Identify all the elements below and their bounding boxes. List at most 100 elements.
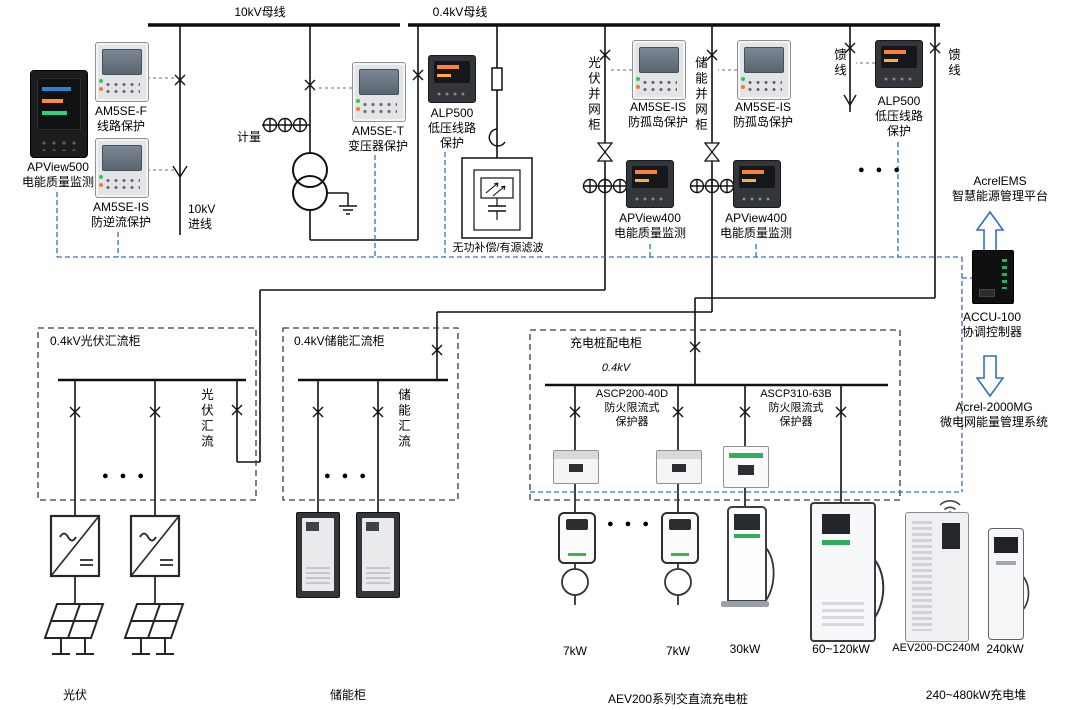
- apf-label: 无功补偿/有源滤波: [442, 242, 554, 256]
- am5se-is-pv-label: AM5SE-IS 防孤岛保护: [623, 100, 693, 130]
- device-screen: [738, 465, 754, 475]
- charger-240kw-label: 240kW: [983, 642, 1027, 657]
- charger-stripe: [822, 540, 850, 545]
- feeder-right-label: 馈线: [946, 48, 960, 79]
- device-model: APView400: [725, 211, 787, 225]
- charger-60-120kw-label: 60~120kW: [804, 642, 878, 657]
- caption-text: 240~480kW充电堆: [925, 688, 1027, 702]
- voltage: 0.4kV: [601, 362, 631, 374]
- metering-label: 计量: [232, 130, 266, 145]
- pv-caption: 光伏: [52, 688, 98, 703]
- comm-lines: [56, 142, 972, 493]
- charging-stack-cabinet: [905, 512, 969, 642]
- device-desc: 线路保护: [96, 119, 145, 133]
- relay-led: [356, 107, 360, 111]
- device-desc: 保护器: [779, 415, 813, 428]
- charging-voltage-label: 0.4kV: [594, 362, 638, 376]
- charger-led: [568, 553, 586, 556]
- incoming-line-label: 10kV 进线: [188, 202, 228, 232]
- relay-led: [99, 79, 103, 83]
- power-rating: 30kW: [729, 642, 761, 656]
- charger-led: [671, 553, 689, 556]
- device-desc: 低压线路: [874, 109, 923, 123]
- relay-led: [741, 85, 745, 89]
- device-desc: 防孤岛保护: [627, 115, 688, 129]
- cabinet-front: [302, 518, 334, 591]
- charger-base: [721, 601, 769, 607]
- device-model: AEV200-DC240M: [892, 642, 980, 654]
- bus-label: 0.4kV母线: [432, 5, 488, 19]
- device-desc: 防逆流保护: [90, 215, 151, 229]
- device-model: AM5SE-T: [351, 124, 404, 138]
- meter-display: [739, 166, 775, 188]
- relay-keypad: [746, 79, 782, 94]
- charger-screen: [994, 537, 1018, 553]
- cabinet-front: [362, 518, 394, 591]
- device-desc: 电能质量监测: [613, 226, 686, 240]
- charger-vent: [822, 602, 864, 628]
- stack-model-label: AEV200-DC240M: [890, 642, 982, 656]
- charging-terminal-240kw: [988, 528, 1024, 640]
- power-rating: 60~120kW: [812, 642, 870, 656]
- platform-name: AcrelEMS: [973, 174, 1027, 188]
- pv-bus-label: 光伏汇流: [199, 388, 213, 450]
- relay-keypad: [361, 101, 397, 116]
- charger-7kw-1-label: 7kW: [555, 644, 595, 659]
- meter-keys: [740, 195, 774, 203]
- relay-screen: [744, 47, 784, 73]
- valve-symbols: [596, 142, 721, 162]
- cabinet-screen: [942, 523, 960, 549]
- relay-keypad: [104, 81, 140, 96]
- power-rating: 240kW: [986, 642, 1024, 656]
- ascp200-device-2: [656, 450, 702, 484]
- device-links: [147, 62, 875, 171]
- cabinet-vent: [912, 521, 932, 631]
- ess-cabinet-2: [356, 512, 400, 598]
- ess-caption: 储能柜: [324, 688, 372, 703]
- system-name: Acrel-2000MG: [955, 400, 1033, 414]
- ground-symbol: [327, 192, 357, 215]
- am5se-t-label: AM5SE-T 变压器保护: [342, 124, 414, 154]
- charger-slot: [996, 561, 1016, 565]
- ac-charger-30kw: [721, 506, 769, 607]
- charging-distribution-box: [529, 329, 901, 501]
- flow-arrow-up: [975, 210, 1005, 253]
- relay-keypad: [104, 177, 140, 192]
- box-title: 0.4kV光伏汇流柜: [50, 334, 141, 348]
- charging-series-caption: AEV200系列交直流充电桩: [584, 692, 772, 707]
- bus-10kv-label: 10kV母线: [225, 5, 295, 20]
- alp500-left-device: [428, 55, 476, 103]
- meter-keys: [633, 195, 667, 203]
- chargers-ellipsis: ● ● ●: [606, 518, 654, 530]
- caption-text: 光伏: [62, 688, 87, 702]
- ascp200-device-1: [553, 450, 599, 484]
- meter-display: [434, 61, 470, 83]
- caption-text: AEV200系列交直流充电桩: [607, 692, 749, 706]
- device-model: ALP500: [877, 94, 921, 108]
- device-desc: 电能质量监测: [21, 175, 94, 189]
- charger-30kw-label: 30kW: [723, 642, 767, 657]
- ascp310-device: [723, 446, 769, 488]
- voltage: 10kV: [188, 202, 216, 216]
- meter-display: [632, 166, 668, 188]
- sub-busbars: [58, 378, 888, 387]
- am5se-is-ess-device: [737, 40, 791, 100]
- accu-100-device: [972, 250, 1014, 304]
- data-flow-arrows: [975, 210, 1005, 398]
- apview400-pv-device: [626, 160, 674, 208]
- alp500-right-device: [875, 40, 923, 88]
- device-keypad: [39, 139, 79, 151]
- device-desc: 保护器: [615, 415, 649, 428]
- relay-screen: [359, 69, 399, 95]
- device-model: APView500: [27, 160, 89, 174]
- device-desc: 协调控制器: [961, 325, 1022, 339]
- ems-platform-label: AcrelEMS 智慧能源管理平台: [948, 174, 1052, 204]
- relay-led: [636, 77, 640, 81]
- device-desc: 保护: [886, 124, 911, 138]
- charger-screen: [669, 519, 691, 530]
- relay-screen: [102, 49, 142, 75]
- power-rating: 7kW: [666, 644, 690, 658]
- cabinet-boxes: [37, 327, 901, 501]
- ascp200-label: ASCP200-40D 防火限流式 保护器: [596, 388, 668, 429]
